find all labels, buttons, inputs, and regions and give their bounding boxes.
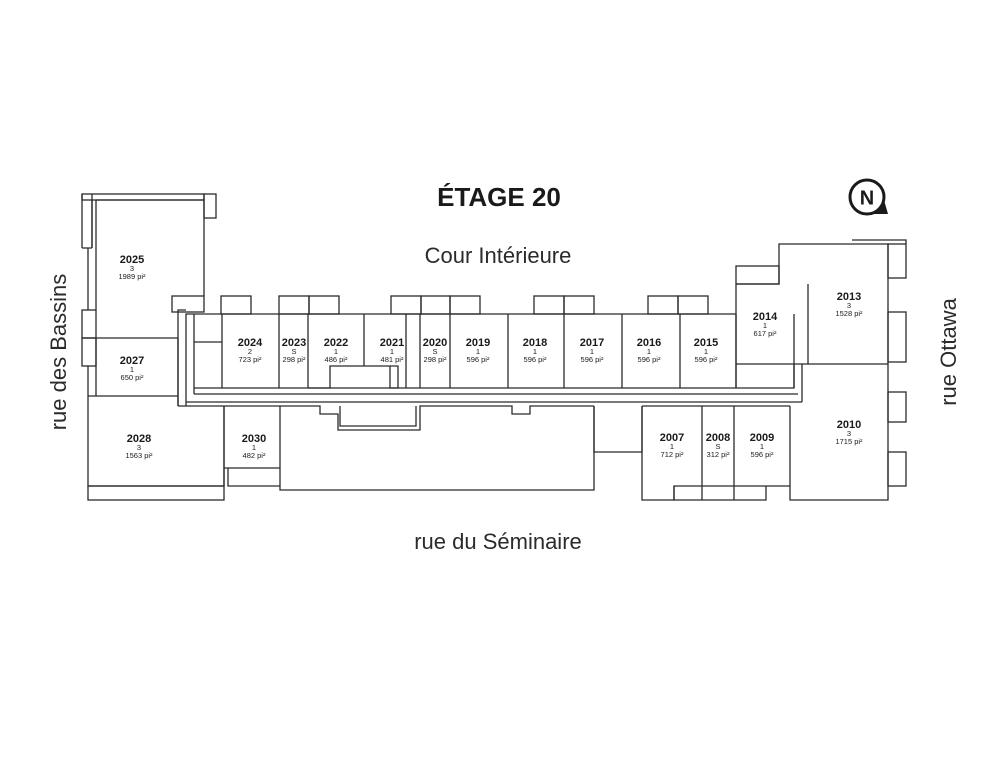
- unit-area: 596 pi²: [751, 450, 774, 459]
- unit-type: 3: [847, 301, 851, 310]
- unit-number: 2019: [466, 337, 490, 349]
- unit-number: 2013: [837, 291, 861, 303]
- unit-type: 1: [670, 442, 674, 451]
- unit-number: 2008: [706, 432, 730, 444]
- street-south: rue du Séminaire: [414, 529, 582, 554]
- unit-area: 1528 pi²: [835, 309, 863, 318]
- unit-area: 1989 pi²: [118, 272, 146, 281]
- unit-area: 596 pi²: [524, 355, 547, 364]
- unit-type: 1: [130, 365, 134, 374]
- unit-number: 2017: [580, 337, 604, 349]
- unit-2024[interactable]: 2024 2 723 pi²: [238, 337, 263, 364]
- unit-number: 2030: [242, 433, 266, 445]
- unit-area: 486 pi²: [325, 355, 348, 364]
- unit-area: 482 pi²: [243, 451, 266, 460]
- unit-type: S: [291, 347, 296, 356]
- unit-number: 2027: [120, 355, 144, 367]
- unit-area: 312 pi²: [707, 450, 730, 459]
- street-north: Cour Intérieure: [425, 243, 572, 268]
- unit-number: 2021: [380, 337, 404, 349]
- unit-2013[interactable]: 2013 3 1528 pi²: [835, 291, 863, 318]
- unit-type: 1: [647, 347, 651, 356]
- unit-number: 2020: [423, 337, 447, 349]
- unit-type: 3: [130, 264, 134, 273]
- unit-type: S: [715, 442, 720, 451]
- unit-2025[interactable]: 2025 3 1989 pi²: [118, 254, 146, 281]
- unit-area: 596 pi²: [581, 355, 604, 364]
- unit-area: 596 pi²: [695, 355, 718, 364]
- unit-2009[interactable]: 2009 1 596 pi²: [750, 432, 774, 459]
- unit-2021[interactable]: 2021 1 481 pi²: [380, 337, 404, 364]
- unit-2030[interactable]: 2030 1 482 pi²: [242, 433, 266, 460]
- unit-area: 298 pi²: [424, 355, 447, 364]
- unit-number: 2024: [238, 337, 263, 349]
- north-label: N: [860, 188, 874, 210]
- unit-type: 1: [760, 442, 764, 451]
- north-arrow-icon: N: [848, 178, 888, 216]
- unit-2020[interactable]: 2020 S 298 pi²: [423, 337, 447, 364]
- unit-2016[interactable]: 2016 1 596 pi²: [637, 337, 661, 364]
- unit-number: 2014: [753, 311, 778, 323]
- unit-2007[interactable]: 2007 1 712 pi²: [660, 432, 684, 459]
- unit-2018[interactable]: 2018 1 596 pi²: [523, 337, 547, 364]
- unit-2017[interactable]: 2017 1 596 pi²: [580, 337, 604, 364]
- unit-type: 1: [390, 347, 394, 356]
- unit-type: 3: [847, 429, 851, 438]
- unit-2010[interactable]: 2010 3 1715 pi²: [835, 419, 863, 446]
- unit-area: 723 pi²: [239, 355, 262, 364]
- unit-area: 617 pi²: [754, 329, 777, 338]
- unit-type: 1: [763, 321, 767, 330]
- unit-number: 2007: [660, 432, 684, 444]
- unit-number: 2016: [637, 337, 661, 349]
- unit-area: 650 pi²: [121, 373, 144, 382]
- unit-type: 1: [476, 347, 480, 356]
- building-walls: [81, 193, 907, 501]
- unit-type: S: [432, 347, 437, 356]
- unit-number: 2028: [127, 433, 151, 445]
- unit-number: 2015: [694, 337, 718, 349]
- unit-2014[interactable]: 2014 1 617 pi²: [753, 311, 778, 338]
- unit-area: 712 pi²: [661, 450, 684, 459]
- unit-2028[interactable]: 2028 3 1563 pi²: [125, 433, 153, 460]
- unit-type: 3: [137, 443, 141, 452]
- unit-2022[interactable]: 2022 1 486 pi²: [324, 337, 348, 364]
- unit-2027[interactable]: 2027 1 650 pi²: [120, 355, 144, 382]
- unit-2019[interactable]: 2019 1 596 pi²: [466, 337, 490, 364]
- unit-2008[interactable]: 2008 S 312 pi²: [706, 432, 730, 459]
- unit-type: 1: [252, 443, 256, 452]
- floor-title: ÉTAGE 20: [437, 182, 561, 212]
- unit-number: 2022: [324, 337, 348, 349]
- unit-type: 2: [248, 347, 252, 356]
- unit-area: 1715 pi²: [835, 437, 863, 446]
- unit-2015[interactable]: 2015 1 596 pi²: [694, 337, 718, 364]
- unit-area: 481 pi²: [381, 355, 404, 364]
- unit-type: 1: [704, 347, 708, 356]
- unit-number: 2010: [837, 419, 861, 431]
- unit-area: 298 pi²: [283, 355, 306, 364]
- street-east: rue Ottawa: [936, 297, 961, 405]
- unit-number: 2009: [750, 432, 774, 444]
- unit-type: 1: [590, 347, 594, 356]
- unit-type: 1: [334, 347, 338, 356]
- street-west: rue des Bassins: [46, 274, 71, 431]
- unit-2023[interactable]: 2023 S 298 pi²: [282, 337, 306, 364]
- unit-number: 2025: [120, 254, 144, 266]
- unit-number: 2018: [523, 337, 547, 349]
- unit-area: 596 pi²: [467, 355, 490, 364]
- unit-type: 1: [533, 347, 537, 356]
- unit-area: 1563 pi²: [125, 451, 153, 460]
- unit-area: 596 pi²: [638, 355, 661, 364]
- unit-number: 2023: [282, 337, 306, 349]
